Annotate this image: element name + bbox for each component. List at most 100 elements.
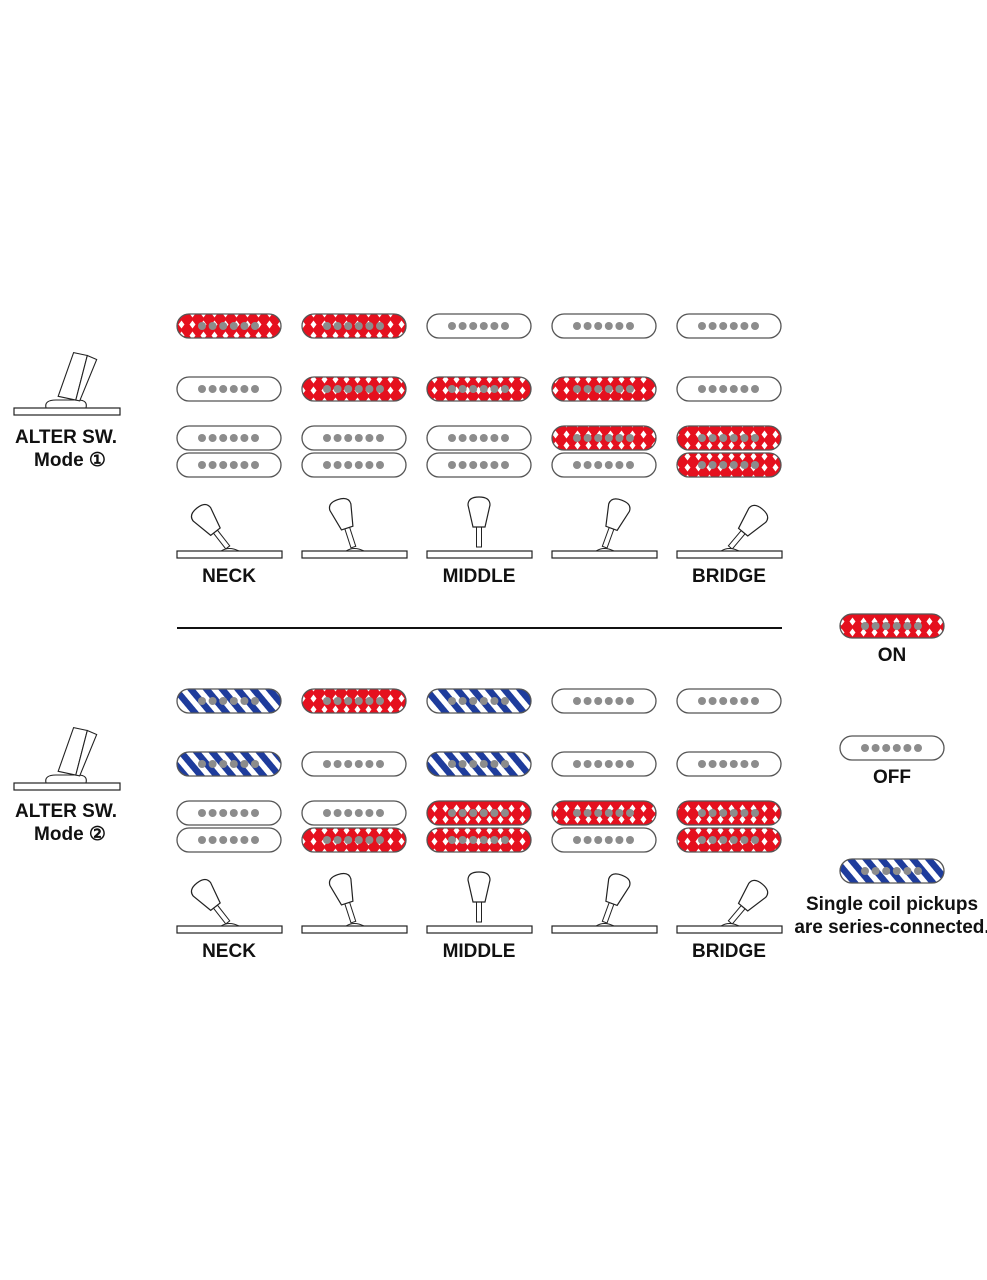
pole-piece bbox=[323, 697, 331, 705]
mode2-pos5-neck-pickup-off bbox=[676, 688, 782, 714]
pole-piece bbox=[594, 836, 603, 844]
pickup-body bbox=[176, 688, 282, 714]
pole-piece bbox=[333, 697, 342, 705]
pickup-body bbox=[176, 452, 282, 478]
pole-piece bbox=[229, 760, 238, 768]
pole-piece bbox=[323, 809, 331, 817]
pole-piece bbox=[882, 622, 891, 630]
pickup-body bbox=[839, 613, 945, 639]
pole-piece bbox=[240, 836, 249, 844]
mode2-pos2-bridge-pickup-coil1-off bbox=[301, 800, 407, 826]
pole-piece bbox=[251, 434, 259, 442]
pole-piece bbox=[365, 760, 374, 768]
pole-piece bbox=[615, 434, 624, 442]
pole-piece bbox=[615, 760, 624, 768]
pole-piece bbox=[882, 867, 891, 875]
pickup-body bbox=[426, 425, 532, 451]
pole-piece bbox=[333, 461, 342, 469]
pole-piece bbox=[251, 836, 259, 844]
mode2-subtitle: Mode ② bbox=[34, 824, 106, 845]
pole-piece bbox=[751, 322, 759, 330]
pole-piece bbox=[354, 434, 363, 442]
pole-piece bbox=[719, 434, 728, 442]
pole-piece bbox=[708, 809, 717, 817]
pole-piece bbox=[458, 385, 467, 393]
pole-piece bbox=[344, 836, 353, 844]
pole-piece bbox=[376, 322, 384, 330]
mode1-pos5-bridge-pickup-coil2-on bbox=[676, 452, 782, 478]
pole-piece bbox=[626, 434, 634, 442]
pole-piece bbox=[344, 760, 353, 768]
pole-piece bbox=[501, 809, 509, 817]
pole-piece bbox=[365, 836, 374, 844]
pole-piece bbox=[469, 385, 478, 393]
pickup-body bbox=[676, 425, 782, 451]
pole-piece bbox=[251, 809, 259, 817]
pole-piece bbox=[479, 760, 488, 768]
pole-piece bbox=[719, 760, 728, 768]
pole-piece bbox=[594, 760, 603, 768]
pole-piece bbox=[251, 322, 259, 330]
pickup-body bbox=[676, 452, 782, 478]
legend-series-line2: are series-connected. bbox=[794, 917, 987, 938]
pole-piece bbox=[344, 697, 353, 705]
pole-piece bbox=[323, 322, 331, 330]
pole-piece bbox=[740, 385, 749, 393]
pole-piece bbox=[198, 385, 206, 393]
mode1-pos4-middle-pickup-on bbox=[551, 376, 657, 402]
mode2-pos1-selector-switch-icon bbox=[176, 878, 283, 934]
switch-lever bbox=[328, 872, 357, 924]
pole-piece bbox=[448, 322, 456, 330]
mode1-pos1-middle-pickup-off bbox=[176, 376, 282, 402]
pickup-body bbox=[676, 688, 782, 714]
pole-piece bbox=[594, 385, 603, 393]
pole-piece bbox=[376, 434, 384, 442]
pole-piece bbox=[604, 760, 613, 768]
mode2-pos5-middle-pickup-off bbox=[676, 751, 782, 777]
pole-piece bbox=[458, 836, 467, 844]
mode1-pos2-neck-pickup-on bbox=[301, 313, 407, 339]
mode2-pos5-bridge-pickup-coil2-on bbox=[676, 827, 782, 853]
pole-piece bbox=[219, 322, 228, 330]
pickup-body bbox=[301, 376, 407, 402]
switch-plate bbox=[176, 925, 283, 934]
pole-piece bbox=[892, 867, 901, 875]
switch-plate bbox=[426, 925, 533, 934]
mode1-pos2-bridge-pickup-coil2-off bbox=[301, 452, 407, 478]
pole-piece bbox=[604, 385, 613, 393]
pickup-body bbox=[551, 827, 657, 853]
switch-plate bbox=[551, 925, 658, 934]
pole-piece bbox=[198, 760, 206, 768]
pole-piece bbox=[490, 836, 499, 844]
pole-piece bbox=[490, 385, 499, 393]
pickup-body bbox=[676, 800, 782, 826]
pole-piece bbox=[458, 697, 467, 705]
pole-piece bbox=[751, 809, 759, 817]
mode1-pos4-selector-switch-icon bbox=[551, 498, 658, 559]
pole-piece bbox=[729, 809, 738, 817]
legend-series-pickup-series bbox=[839, 858, 945, 884]
pole-piece bbox=[376, 809, 384, 817]
pole-piece bbox=[448, 385, 456, 393]
pole-piece bbox=[333, 385, 342, 393]
pole-piece bbox=[479, 461, 488, 469]
pole-piece bbox=[740, 461, 749, 469]
pole-piece bbox=[729, 385, 738, 393]
pole-piece bbox=[626, 836, 634, 844]
pole-piece bbox=[333, 809, 342, 817]
pole-piece bbox=[219, 809, 228, 817]
pole-piece bbox=[626, 385, 634, 393]
pole-piece bbox=[626, 760, 634, 768]
pole-piece bbox=[490, 322, 499, 330]
legend-off-label: OFF bbox=[873, 767, 911, 788]
pole-piece bbox=[573, 836, 581, 844]
pickup-body bbox=[176, 313, 282, 339]
pole-piece bbox=[469, 836, 478, 844]
pole-piece bbox=[708, 434, 717, 442]
pickup-body bbox=[426, 827, 532, 853]
mode1-pos2-bridge-pickup-coil1-off bbox=[301, 425, 407, 451]
pole-piece bbox=[219, 836, 228, 844]
pole-piece bbox=[240, 322, 249, 330]
pole-piece bbox=[583, 322, 592, 330]
pole-piece bbox=[229, 322, 238, 330]
